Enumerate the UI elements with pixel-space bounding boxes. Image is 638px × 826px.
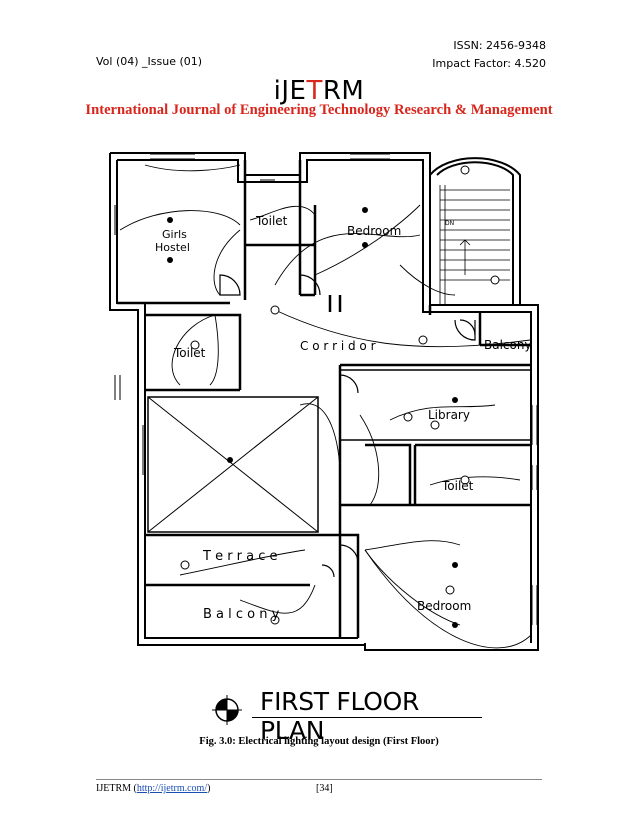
room-label-girls: Girls: [162, 228, 187, 241]
floor-plan-drawing: Girls Hostel Toilet Bedroom Toilet C o r…: [109, 152, 539, 651]
room-label-terrace: T e r r a c e: [202, 549, 278, 564]
journal-logo: iJETRM: [0, 76, 638, 106]
footer-prefix: IJETRM (: [96, 783, 137, 794]
stair-label: DN: [445, 220, 454, 227]
room-label-toilet-left: Toilet: [173, 346, 206, 360]
room-label-toilet-right: Toilet: [441, 479, 474, 493]
figure-caption: Fig. 3.0: Electrical lighting layout des…: [199, 736, 439, 747]
logo-part-3: RM: [322, 76, 365, 106]
footer-journal: IJETRM (http://ijetrm.com/): [96, 783, 210, 794]
volume-issue-text: Vol (04) _Issue (01): [96, 55, 203, 68]
room-label-library: Library: [428, 408, 470, 422]
room-label-balcony-bottom: B a l c o n y: [203, 607, 280, 622]
room-label-bedroom-bottom: Bedroom: [417, 599, 471, 613]
page-number: [34]: [316, 783, 333, 794]
room-label-balcony-right: Balcony: [484, 338, 532, 352]
issn-text: ISSN: 2456-9348: [453, 39, 546, 52]
logo-part-2: T: [306, 76, 323, 106]
plan-title-underline: [252, 717, 482, 718]
room-label-bedroom-top: Bedroom: [347, 224, 401, 238]
footer-suffix: ): [207, 783, 211, 794]
footer-divider: [96, 779, 542, 780]
plan-title: FIRST FLOOR PLAN: [260, 687, 420, 745]
room-label-corridor: C o r r i d o r: [300, 339, 376, 353]
room-label-hostel: Hostel: [155, 241, 190, 254]
logo-part-1: iJE: [273, 76, 307, 106]
impact-factor-text: Impact Factor: 4.520: [432, 57, 546, 70]
north-arrow-icon: [212, 695, 242, 725]
footer-link[interactable]: http://ijetrm.com/: [136, 783, 208, 794]
plan-title-block: FIRST FLOOR PLAN: [212, 683, 482, 745]
header-right: ISSN: 2456-9348 Impact Factor: 4.520: [432, 37, 546, 73]
journal-title: International Journal of Engineering Tec…: [85, 102, 553, 118]
room-label-toilet-top: Toilet: [255, 214, 288, 228]
